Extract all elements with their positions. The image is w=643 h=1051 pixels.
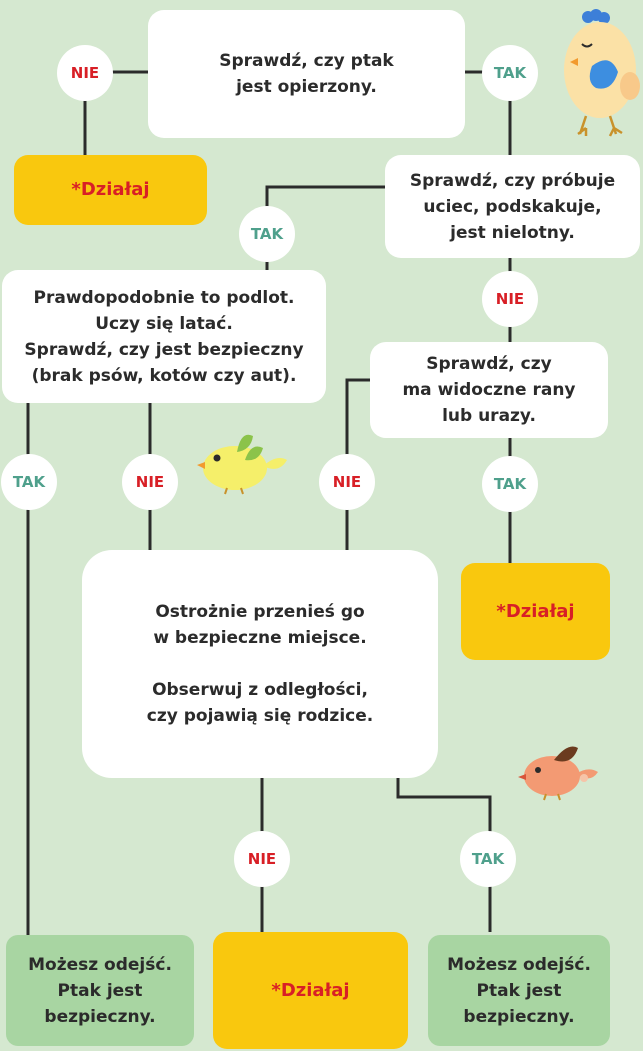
badge-tak: TAK — [239, 206, 295, 262]
badge-nie: NIE — [482, 271, 538, 327]
safe-box-1: Możesz odejść. Ptak jest bezpieczny. — [6, 935, 194, 1046]
badge-nie: NIE — [57, 45, 113, 101]
yellow-bird-icon — [197, 434, 287, 495]
orange-bird-icon — [518, 746, 598, 801]
action-box-3: *Działaj — [213, 932, 408, 1049]
badge-tak: TAK — [482, 456, 538, 512]
badge-tak: TAK — [1, 454, 57, 510]
question-flee: Sprawdź, czy próbuje uciec, podskakuje, … — [385, 155, 640, 258]
action-box-1: *Działaj — [14, 155, 207, 225]
question-feathered: Sprawdź, czy ptak jest opierzony. — [148, 10, 465, 138]
question-wounds: Sprawdź, czy ma widoczne rany lub urazy. — [370, 342, 608, 438]
badge-tak: TAK — [482, 45, 538, 101]
action-box-2: *Działaj — [461, 563, 610, 660]
badge-tak: TAK — [460, 831, 516, 887]
fledgling-box: Prawdopodobnie to podlot. Uczy się latać… — [2, 270, 326, 403]
safe-box-2: Możesz odejść. Ptak jest bezpieczny. — [428, 935, 610, 1046]
badge-nie: NIE — [234, 831, 290, 887]
chick-icon — [564, 9, 640, 137]
badge-nie: NIE — [319, 454, 375, 510]
move-observe-box: Ostrożnie przenieś go w bezpieczne miejs… — [82, 550, 438, 778]
badge-nie: NIE — [122, 454, 178, 510]
